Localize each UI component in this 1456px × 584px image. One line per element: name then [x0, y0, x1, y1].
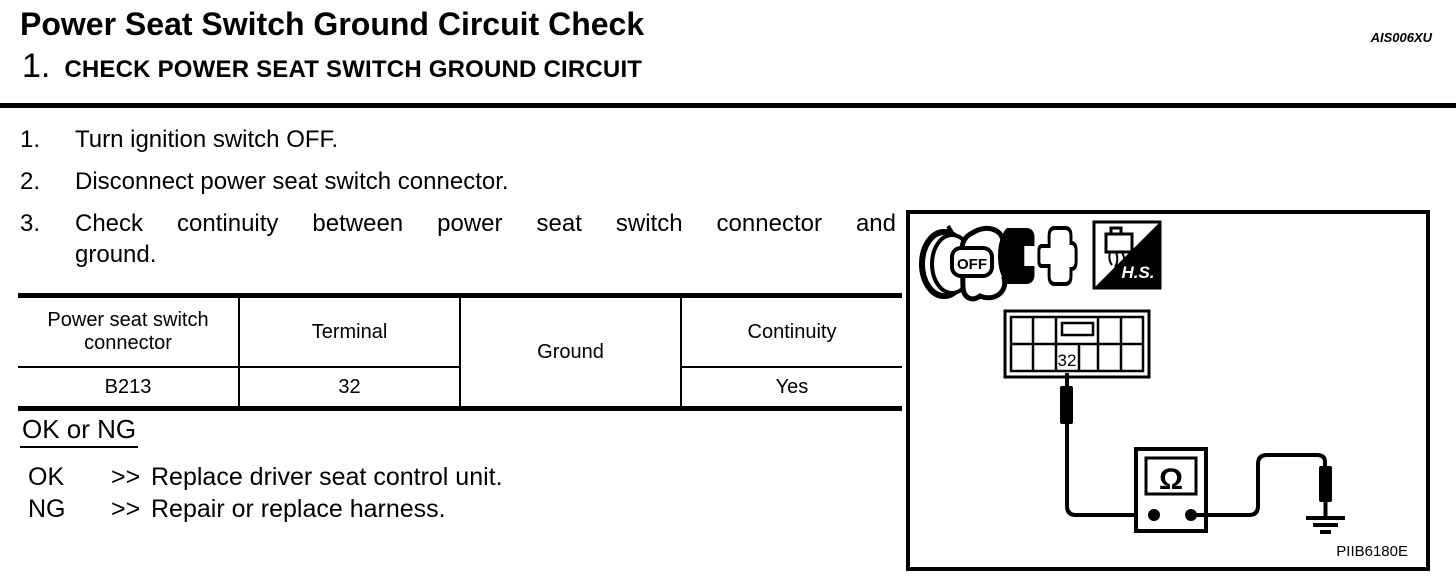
step-3: 3. Check continuity between power seat s…: [20, 208, 896, 270]
ohm-symbol: Ω: [1159, 463, 1183, 496]
step-2-text: Disconnect power seat switch connector.: [75, 168, 509, 195]
probe-2-and-ground: [1191, 453, 1345, 534]
result-ok-label: OK: [28, 463, 65, 491]
ignition-off-label: OFF: [957, 256, 987, 273]
result-list: OK >> Replace driver seat control unit. …: [18, 461, 503, 525]
hs-label: H.S.: [1121, 263, 1154, 282]
continuity-spec-table: Power seat switch connector Terminal Gro…: [18, 293, 902, 411]
cell-continuity-value: Yes: [775, 375, 809, 398]
step-1: 1. Turn ignition switch OFF.: [20, 124, 896, 155]
step-3-line2: ground.: [75, 241, 157, 268]
cell-connector-value: B213: [18, 367, 240, 409]
step-1-number: 1.: [20, 126, 41, 153]
section-title: CHECK POWER SEAT SWITCH GROUND CIRCUIT: [64, 56, 643, 83]
table-header-row: Power seat switch connector Terminal Gro…: [18, 295, 902, 409]
step-1-text: Turn ignition switch OFF.: [75, 126, 339, 153]
result-heading: OK or NG: [20, 414, 139, 448]
test-diagram-figure: OFF H.S.: [906, 210, 1430, 571]
section-heading: 1. CHECK POWER SEAT SWITCH GROUND CIRCUI…: [22, 47, 642, 86]
procedure-steps: 1. Turn ignition switch OFF. 2. Disconne…: [20, 124, 896, 281]
result-ok-action: Replace driver seat control unit.: [151, 463, 503, 491]
result-ng-label: NG: [28, 495, 66, 523]
step-3-line1: Check continuity between power seat swit…: [75, 210, 896, 237]
meter-terminal-left: [1148, 509, 1160, 521]
col-header-terminal: Terminal: [239, 295, 461, 368]
ohmmeter: Ω: [1134, 447, 1208, 533]
result-ng-action: Repair or replace harness.: [151, 495, 446, 523]
ground-symbol-icon: [1306, 516, 1345, 534]
result-ng-arrow: >>: [111, 495, 141, 523]
ground-span-cell: Ground: [460, 295, 682, 409]
probe-1: [1060, 373, 1152, 517]
step-2: 2. Disconnect power seat switch connecto…: [20, 166, 896, 197]
result-item-ng: NG >> Repair or replace harness.: [18, 493, 503, 525]
section-number: 1.: [22, 47, 51, 85]
col-header-continuity: Continuity: [681, 295, 902, 368]
col-header-connector: Power seat switch connector: [18, 295, 240, 368]
step-2-number: 2.: [20, 168, 41, 195]
result-block: OK or NG OK >> Replace driver seat contr…: [18, 414, 503, 525]
connector-key-slot: [1060, 321, 1095, 337]
disconnect-connector-icon: [998, 226, 1078, 286]
step-3-text: Check continuity between power seat swit…: [75, 208, 896, 270]
result-item-ok: OK >> Replace driver seat control unit.: [18, 461, 503, 493]
cell-terminal-value: 32: [239, 367, 461, 409]
reference-code: AIS006XU: [1370, 30, 1432, 45]
heading-divider: [0, 103, 1456, 108]
connector-pinout: 32: [1003, 309, 1151, 379]
table-data-row: B213 32 Yes: [18, 367, 902, 409]
ignition-off-icon: OFF: [919, 224, 1012, 302]
step-3-number: 3.: [20, 210, 41, 237]
pin-number-label: 32: [1058, 351, 1077, 370]
test-diagram-svg: OFF H.S.: [919, 220, 1408, 560]
hs-tool-icon: H.S.: [1092, 220, 1162, 290]
figure-code: PIIB6180E: [1336, 543, 1408, 560]
result-ok-arrow: >>: [111, 463, 141, 491]
page-title: Power Seat Switch Ground Circuit Check: [20, 6, 645, 42]
